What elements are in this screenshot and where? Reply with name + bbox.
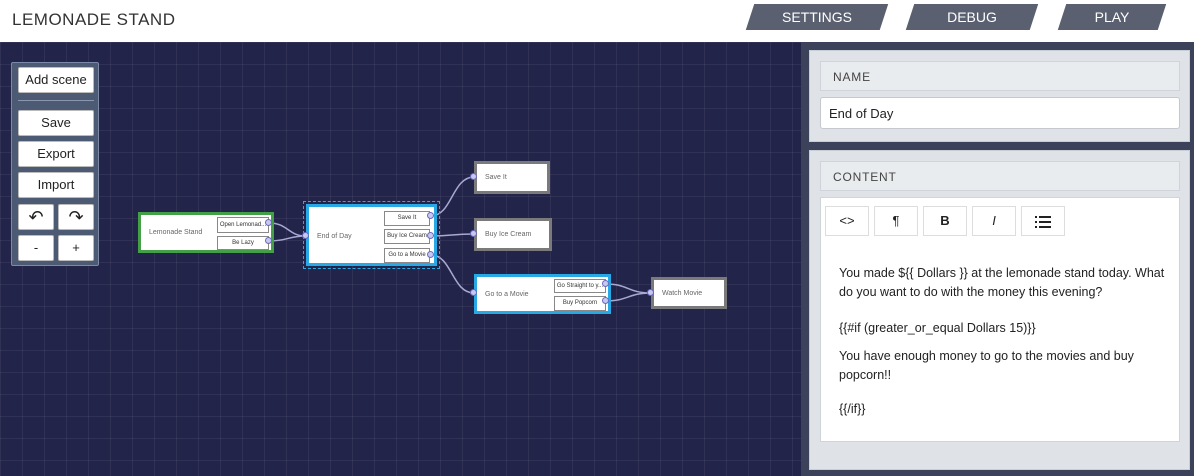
play-label: PLAY [1094,9,1130,25]
scene-title: Watch Movie [662,290,703,297]
input-port[interactable] [470,230,477,237]
story-graph-canvas[interactable]: Add scene Save Export Import ↶ ↷ - + Lem… [0,42,801,476]
content-label: CONTENT [820,161,1180,191]
code-button[interactable]: <> [825,206,869,236]
content-paragraph: You made ${{ Dollars }} at the lemonade … [839,266,1165,299]
list-button[interactable] [1021,206,1065,236]
paragraph-button[interactable]: ¶ [874,206,918,236]
choice-buy-ice-cream[interactable]: Buy Ice Cream [384,229,430,244]
italic-button[interactable]: I [972,206,1016,236]
input-port[interactable] [647,289,654,296]
name-panel: NAME [809,50,1190,142]
input-port[interactable] [302,232,309,239]
scene-node-lemonade-stand[interactable]: Lemonade Stand Open Lemonad... Be Lazy [138,212,274,253]
content-paragraph: {{/if}} [839,402,866,416]
save-button[interactable]: Save [18,110,94,136]
play-button[interactable]: PLAY [1057,4,1167,30]
undo-button[interactable]: ↶ [18,204,54,230]
output-port[interactable] [427,232,434,239]
zoom-in-button[interactable]: + [58,235,94,261]
settings-button[interactable]: SETTINGS [745,4,889,30]
input-port[interactable] [470,173,477,180]
scene-node-save-it[interactable]: Save It [474,161,550,194]
code-icon: <> [839,213,855,228]
undo-icon: ↶ [28,207,44,227]
export-button[interactable]: Export [18,141,94,167]
edge-go-straight [605,283,652,294]
settings-label: SETTINGS [781,9,852,25]
choice-go-straight[interactable]: Go Straight to y... [554,279,606,293]
output-port[interactable] [265,237,272,244]
toolbar-divider [18,100,94,101]
scene-editor-panel: NAME CONTENT <> ¶ B I [801,42,1194,476]
scene-title: Save It [485,174,507,181]
redo-icon: ↷ [68,207,84,227]
scene-node-buy-ice-cream[interactable]: Buy Ice Cream [474,218,552,251]
scene-title: Go to a Movie [485,291,529,298]
italic-icon: I [992,213,996,228]
scene-node-end-of-day[interactable]: End of Day Save It Buy Ice Cream Go to a… [306,204,437,266]
choice-go-to-movie[interactable]: Go to a Movie [384,248,430,263]
content-editor[interactable]: <> ¶ B I You made ${{ Dollars }} at the … [820,197,1180,442]
content-paragraph: You have enough money to go to the movie… [839,349,1134,382]
output-port[interactable] [265,219,272,226]
output-port[interactable] [427,212,434,219]
choice-open-lemonade[interactable]: Open Lemonad... [217,217,269,233]
content-panel: CONTENT <> ¶ B I You made ${{ Dollar [809,150,1190,470]
edge-buy-popcorn [605,292,652,302]
name-label: NAME [820,61,1180,91]
output-port[interactable] [602,280,609,287]
add-scene-button[interactable]: Add scene [18,67,94,93]
debug-label: DEBUG [947,9,997,25]
edge-be-lazy [268,235,307,242]
scene-name-input[interactable] [820,97,1180,129]
debug-button[interactable]: DEBUG [905,4,1039,30]
bold-icon: B [940,213,950,228]
input-port[interactable] [470,289,477,296]
bold-button[interactable]: B [923,206,967,236]
choice-buy-popcorn[interactable]: Buy Popcorn [554,296,606,311]
redo-button[interactable]: ↷ [58,204,94,230]
choice-save-it[interactable]: Save It [384,211,430,226]
list-icon [1035,216,1051,228]
graph-toolbar: Add scene Save Export Import ↶ ↷ - + [11,62,99,266]
choice-be-lazy[interactable]: Be Lazy [217,236,269,250]
scene-title: Buy Ice Cream [485,231,532,238]
output-port[interactable] [427,251,434,258]
import-button[interactable]: Import [18,172,94,198]
scene-title: End of Day [317,233,352,240]
content-paragraph: {{#if (greater_or_equal Dollars 15)}} [839,321,1036,335]
scene-title: Lemonade Stand [149,229,203,236]
scene-node-watch-movie[interactable]: Watch Movie [651,277,727,309]
app-header: LEMONADE STAND SETTINGS DEBUG PLAY [0,0,1194,42]
scene-node-go-to-movie[interactable]: Go to a Movie Go Straight to y... Buy Po… [474,274,611,314]
zoom-out-button[interactable]: - [18,235,54,261]
paragraph-icon: ¶ [892,213,900,228]
app-title: LEMONADE STAND [12,10,176,29]
output-port[interactable] [602,297,609,304]
edge-open-lemonade [268,222,307,237]
